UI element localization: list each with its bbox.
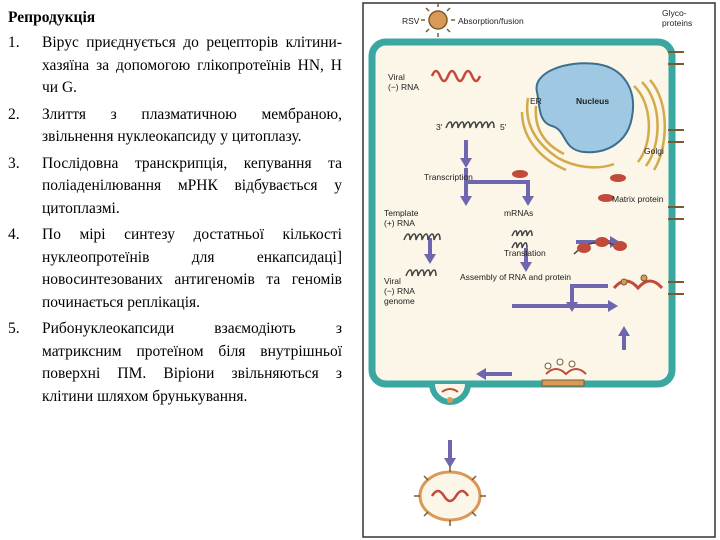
step-text: По мірі синтезу достатньої кількості нук… xyxy=(42,226,342,311)
glycoprotein-spikes xyxy=(668,51,684,295)
label-matrix-protein: Matrix protein xyxy=(612,194,664,204)
label-5-prime: 5' xyxy=(500,122,507,132)
label-transcription: Transcription xyxy=(424,172,473,182)
label-absorption: Absorption/fusion xyxy=(458,16,524,26)
golgi-shape xyxy=(633,79,666,171)
step-number: 4. xyxy=(8,226,20,243)
label-mrnas: mRNAs xyxy=(504,208,533,218)
label-viral-rna-2: (−) RNA xyxy=(388,82,419,92)
nucleus-shape xyxy=(535,62,635,154)
step-text: Злиття з плазматичною мембраною, звільне… xyxy=(42,105,342,146)
step-number: 3. xyxy=(8,154,20,172)
er-shape xyxy=(520,97,615,172)
label-glyco-2: proteins xyxy=(662,18,692,28)
rsv-particle xyxy=(421,3,455,37)
label-genome-3: genome xyxy=(384,296,415,306)
label-genome-1: Viral xyxy=(384,276,401,286)
label-translation: Translation xyxy=(504,248,546,258)
label-nucleus: Nucleus xyxy=(576,96,609,106)
step-number: 2. xyxy=(8,105,20,123)
matrix-assembly xyxy=(541,358,587,387)
budding-virion xyxy=(429,383,471,405)
step-text: Рибонуклеокапсиди взаємодіють з матриксн… xyxy=(42,320,342,405)
rsv-replication-figure: RSV Absorption/fusion Glyco- proteins Vi… xyxy=(362,2,716,538)
process-arrows xyxy=(424,140,630,468)
rna-coil-genome xyxy=(405,269,437,277)
step-text: Послідовна транскрипція, кепування та по… xyxy=(42,154,342,217)
section-heading: Репродукція xyxy=(8,9,96,26)
label-glyco-1: Glyco- xyxy=(662,8,687,18)
list-item: 1. Вірус приєднується до рецепторів кліти… xyxy=(8,32,342,100)
label-rsv: RSV xyxy=(402,16,420,26)
label-3-prime: 3' xyxy=(436,122,443,132)
golgi-vesicles xyxy=(512,170,626,202)
rna-coil-template-plus xyxy=(403,233,441,241)
step-number: 5. xyxy=(8,320,20,337)
label-er: ER xyxy=(530,96,542,106)
text-column: Репродукція 1. Вірус приєднується до реце… xyxy=(8,8,342,412)
step-number: 1. xyxy=(8,34,20,51)
released-virion xyxy=(414,466,486,526)
label-genome-2: (−) RNA xyxy=(384,286,415,296)
rna-coil-template xyxy=(445,121,495,129)
label-golgi: Golgi xyxy=(644,146,664,156)
step-text: Вірус приєднується до рецепторів клітини… xyxy=(42,34,342,96)
label-template-2: (+) RNA xyxy=(384,218,415,228)
label-template-1: Template xyxy=(384,208,419,218)
list-item: 5. Рибонуклеокапсиди взаємодіють з матрик… xyxy=(8,318,342,408)
mrna-coil xyxy=(511,230,533,237)
viral-rna-squiggle xyxy=(430,69,482,83)
list-item: 2. Злиття з плазматичною мембраною, звіль… xyxy=(8,104,342,149)
label-assembly: Assembly of RNA and protein xyxy=(460,272,571,282)
mrna-coil xyxy=(511,242,528,249)
nucleocapsid-cluster xyxy=(612,274,664,291)
translation-ribosomes xyxy=(573,237,627,255)
list-item: 4. По мірі синтезу достатньої кількості н… xyxy=(8,224,342,314)
list-item: 3. Послідовна транскрипція, кепування та … xyxy=(8,153,342,221)
steps-list: 1. Вірус приєднується до рецепторів кліти… xyxy=(8,32,342,408)
label-viral-rna-1: Viral xyxy=(388,72,405,82)
figure-labels: RSV Absorption/fusion Glyco- proteins Vi… xyxy=(384,8,692,306)
